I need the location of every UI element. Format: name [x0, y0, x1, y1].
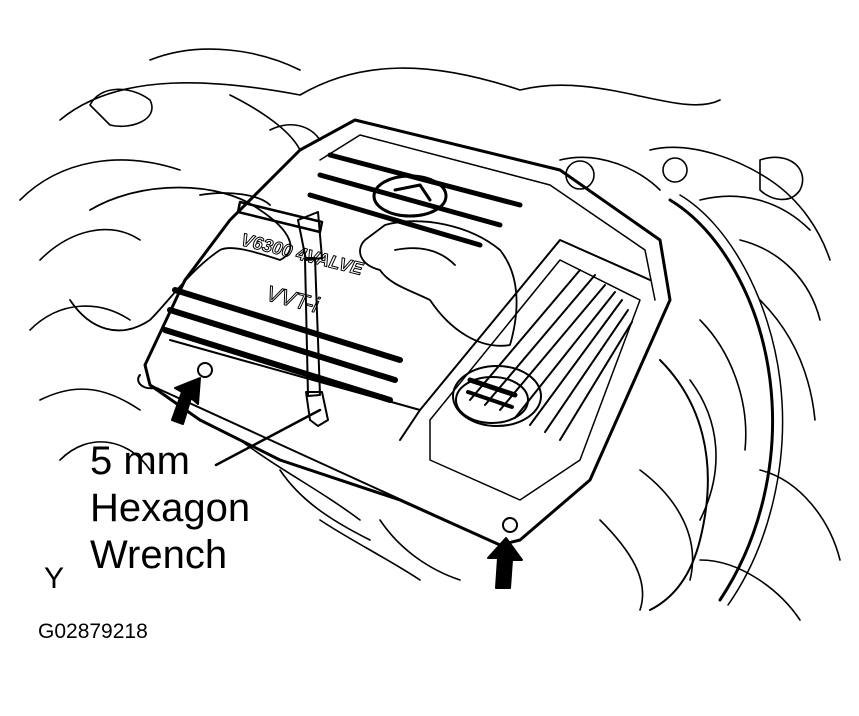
- cover-model-text: V6300 4VALVE: [239, 229, 366, 279]
- tool-callout-line-type: Hexagon: [90, 486, 251, 530]
- wrench-icon: [236, 200, 329, 427]
- engine-bay-background: [19, 48, 841, 621]
- bolt-hole-left: [197, 362, 213, 378]
- figure-id: G02879218: [38, 620, 148, 643]
- arrow-up-icon: [487, 537, 523, 589]
- tool-callout-line-size: 5 mm: [90, 439, 190, 483]
- engine-cover: V6300 4VALVE VVT-i: [137, 118, 672, 547]
- hands: [69, 186, 518, 347]
- view-letter: Y: [44, 562, 65, 595]
- tool-callout-line-tool: Wrench: [90, 533, 228, 577]
- cover-variant-text: VVT-i: [264, 281, 323, 318]
- brand-emblem-icon: [372, 174, 448, 218]
- callout-leader-line: [214, 408, 322, 467]
- tool-callout-label: 5 mm Hexagon Wrench: [90, 438, 250, 579]
- arrow-up-icon: [171, 377, 201, 425]
- bolt-hole-right: [502, 517, 518, 533]
